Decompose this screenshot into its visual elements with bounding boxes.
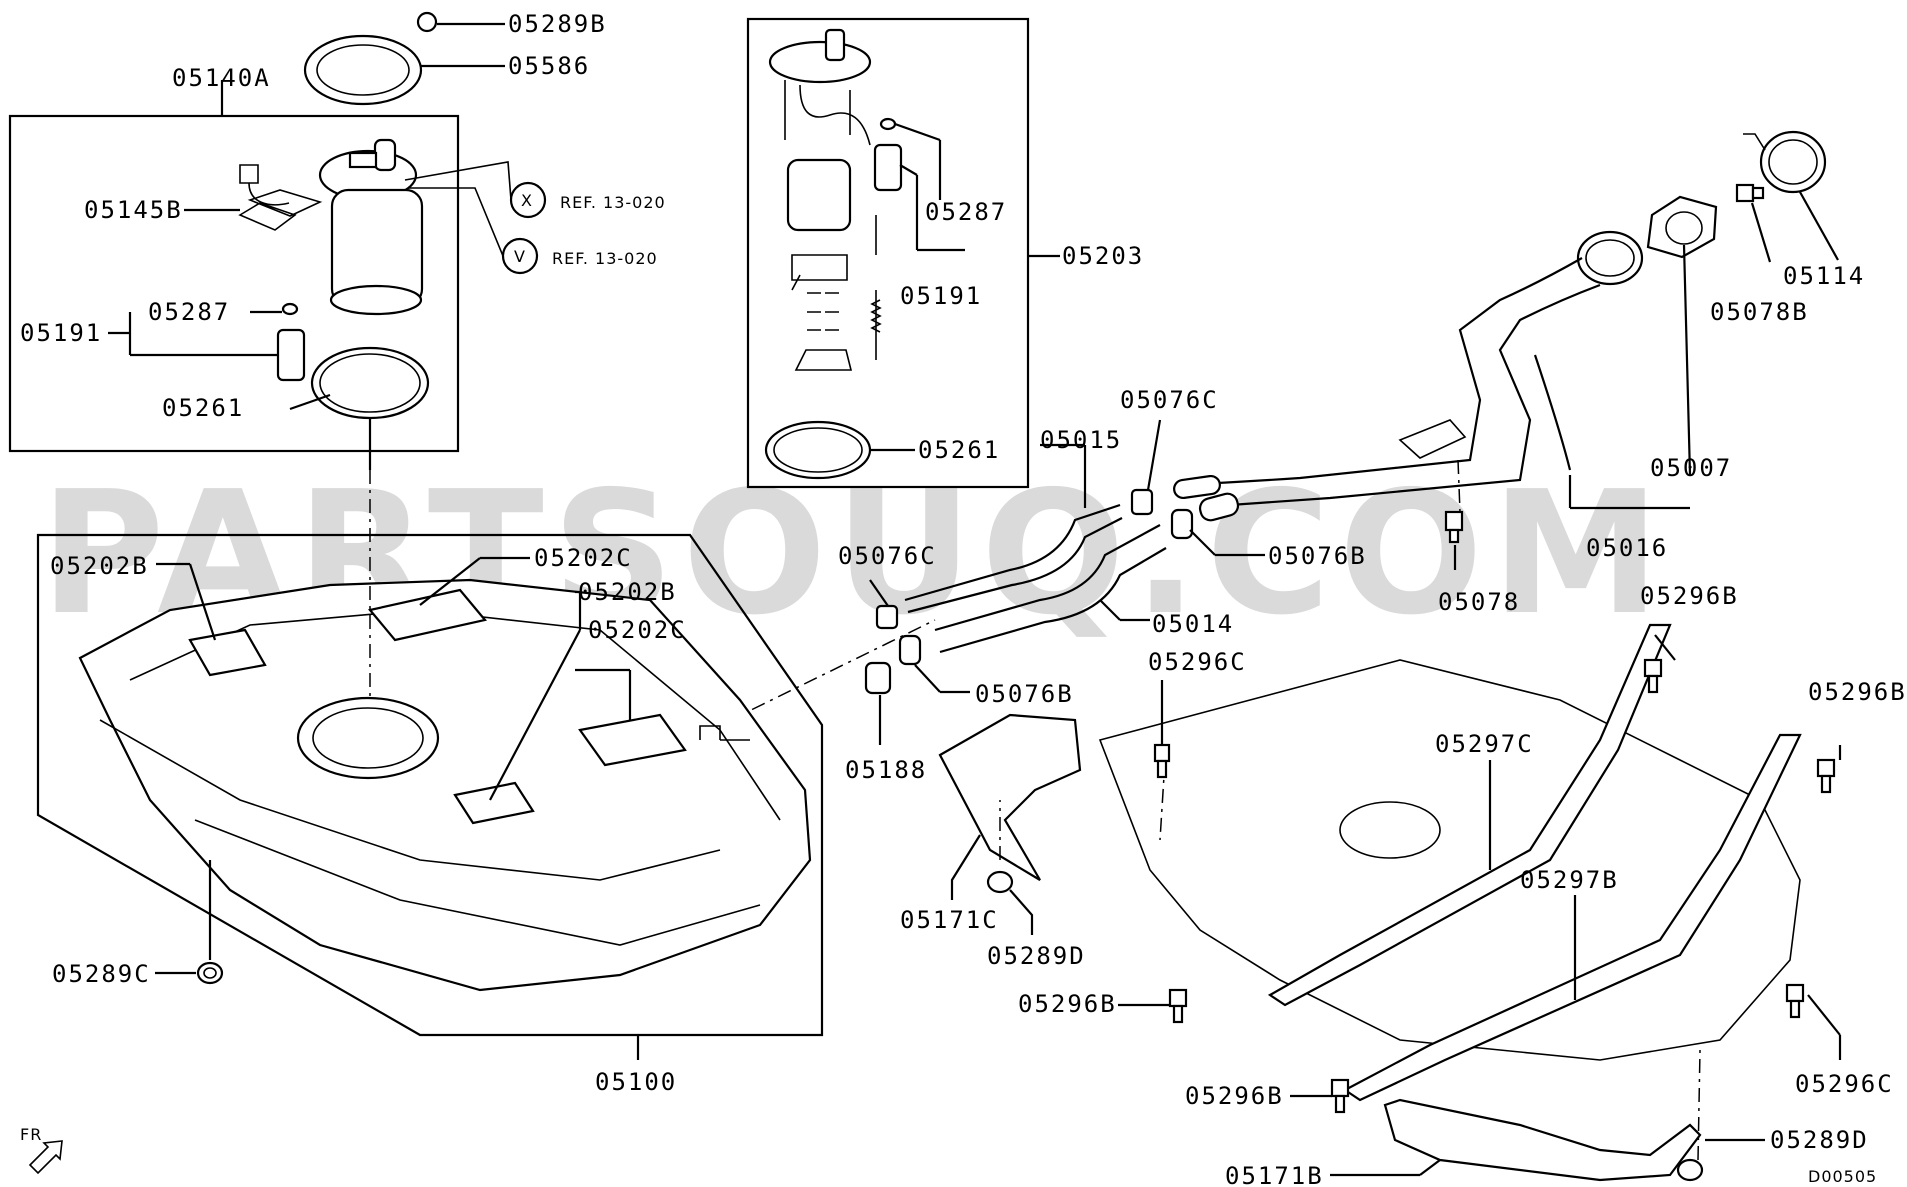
clamp-05076C-top xyxy=(1130,488,1154,516)
label-05202C-mid: 05202C xyxy=(588,616,687,644)
tank-underside-outline xyxy=(1098,659,1801,1061)
label-05100: 05100 xyxy=(595,1068,677,1096)
tank-protector-05171B xyxy=(1383,1098,1702,1182)
label-05296B-low: 05296B xyxy=(1185,1082,1284,1110)
label-05202B-left: 05202B xyxy=(50,552,149,580)
label-05191-right: 05191 xyxy=(900,282,982,310)
label-05078: 05078 xyxy=(1438,588,1520,616)
nut-05289D-low xyxy=(1676,1158,1704,1182)
label-05145B: 05145B xyxy=(84,196,183,224)
pump-components-box xyxy=(746,17,1030,489)
patch-05202C-mid xyxy=(578,713,687,767)
bolt-05296B-low xyxy=(1330,1078,1350,1114)
nut-05289D-mid xyxy=(986,870,1014,894)
label-05171C: 05171C xyxy=(900,906,999,934)
filter-05191-left xyxy=(276,328,306,382)
label-05188: 05188 xyxy=(845,756,927,784)
label-05287-right: 05287 xyxy=(925,198,1007,226)
label-05202B-right: 05202B xyxy=(578,578,677,606)
hose-05015 xyxy=(904,503,1123,614)
hose-05014 xyxy=(934,524,1167,654)
fuel-tank-box xyxy=(36,533,824,1037)
bolt-05296C-mid xyxy=(1153,743,1171,779)
filler-neck-05016 xyxy=(1173,230,1644,522)
label-05296C-mid: 05296C xyxy=(1148,648,1247,676)
label-05202C-top: 05202C xyxy=(534,544,633,572)
label-05078B: 05078B xyxy=(1710,298,1809,326)
filler-gasket-05007 xyxy=(1646,195,1718,259)
bolt-05296B-r2 xyxy=(1816,758,1836,794)
label-05076C-top: 05076C xyxy=(1120,386,1219,414)
tank-protector-05171C xyxy=(938,713,1082,881)
label-05297C: 05297C xyxy=(1435,730,1534,758)
label-05171B: 05171B xyxy=(1225,1162,1324,1187)
label-05014: 05014 xyxy=(1152,610,1234,638)
ref-text-x: REF. 13-020 xyxy=(560,193,666,212)
strap-05297C xyxy=(1267,623,1672,1007)
label-05076B-mid: 05076B xyxy=(975,680,1074,708)
patch-05202B-left xyxy=(188,628,267,677)
label-05114: 05114 xyxy=(1783,262,1865,290)
ref-marker-x-label: X xyxy=(521,191,533,210)
o-ring-05287-right xyxy=(879,117,897,131)
gasket-05261-right xyxy=(764,420,872,480)
bolt-05296B-r1 xyxy=(1643,658,1663,694)
clamp-05076C-mid xyxy=(875,604,899,630)
label-05296B-r2: 05296B xyxy=(1808,678,1907,706)
pump-assembly-box xyxy=(8,114,460,453)
fuel-filler-cap-05114 xyxy=(1743,130,1827,194)
label-05297B: 05297B xyxy=(1520,866,1619,894)
label-05261-right: 05261 xyxy=(918,436,1000,464)
nut-05289B xyxy=(416,11,438,33)
patch-05202B-right xyxy=(453,781,535,825)
label-05076B-top: 05076B xyxy=(1268,542,1367,570)
ref-marker-v-label: V xyxy=(514,247,526,266)
bolt-05296B-mid xyxy=(1168,988,1188,1024)
strap-05297B xyxy=(1342,733,1802,1102)
label-05289B: 05289B xyxy=(508,10,607,38)
clamp-05076B-mid xyxy=(898,634,922,666)
label-05289D-low: 05289D xyxy=(1770,1126,1869,1154)
label-05076C-mid: 05076C xyxy=(838,542,937,570)
front-direction-label: FR xyxy=(20,1125,42,1144)
label-05296B-mid: 05296B xyxy=(1018,990,1117,1018)
gasket-05261-left xyxy=(310,346,430,420)
bolt-05296C-right xyxy=(1785,983,1805,1019)
clamp-05076B-top xyxy=(1170,508,1194,540)
label-05296B-r1: 05296B xyxy=(1640,582,1739,610)
fuel-pump-module-left xyxy=(238,138,424,316)
label-05289D-mid: 05289D xyxy=(987,942,1086,970)
label-05191-left: 05191 xyxy=(20,319,102,347)
grommet-05188 xyxy=(864,661,892,695)
label-05007: 05007 xyxy=(1650,454,1732,482)
front-direction-arrow xyxy=(28,1140,63,1175)
label-05586: 05586 xyxy=(508,52,590,80)
label-05203: 05203 xyxy=(1062,242,1144,270)
tank-pump-opening xyxy=(296,696,440,780)
o-ring-05287-left xyxy=(281,302,299,316)
bolt-05078 xyxy=(1444,510,1464,544)
diagram-code: D00505 xyxy=(1808,1167,1877,1186)
filler-bolt-05078B xyxy=(1735,183,1765,203)
filter-05191-right xyxy=(873,143,903,192)
label-05289C: 05289C xyxy=(52,960,151,988)
label-05140A: 05140A xyxy=(172,64,271,92)
label-05261-left: 05261 xyxy=(162,394,244,422)
flange-plate-05586 xyxy=(303,11,438,106)
fuel-tank-05100 xyxy=(78,578,812,992)
nut-05289C xyxy=(196,961,224,985)
label-05016: 05016 xyxy=(1586,534,1668,562)
label-05287-left: 05287 xyxy=(148,298,230,326)
ref-text-v: REF. 13-020 xyxy=(552,249,658,268)
label-05296C-right: 05296C xyxy=(1795,1070,1894,1098)
label-05015: 05015 xyxy=(1040,426,1122,454)
fuel-pump-module-right xyxy=(768,28,872,371)
